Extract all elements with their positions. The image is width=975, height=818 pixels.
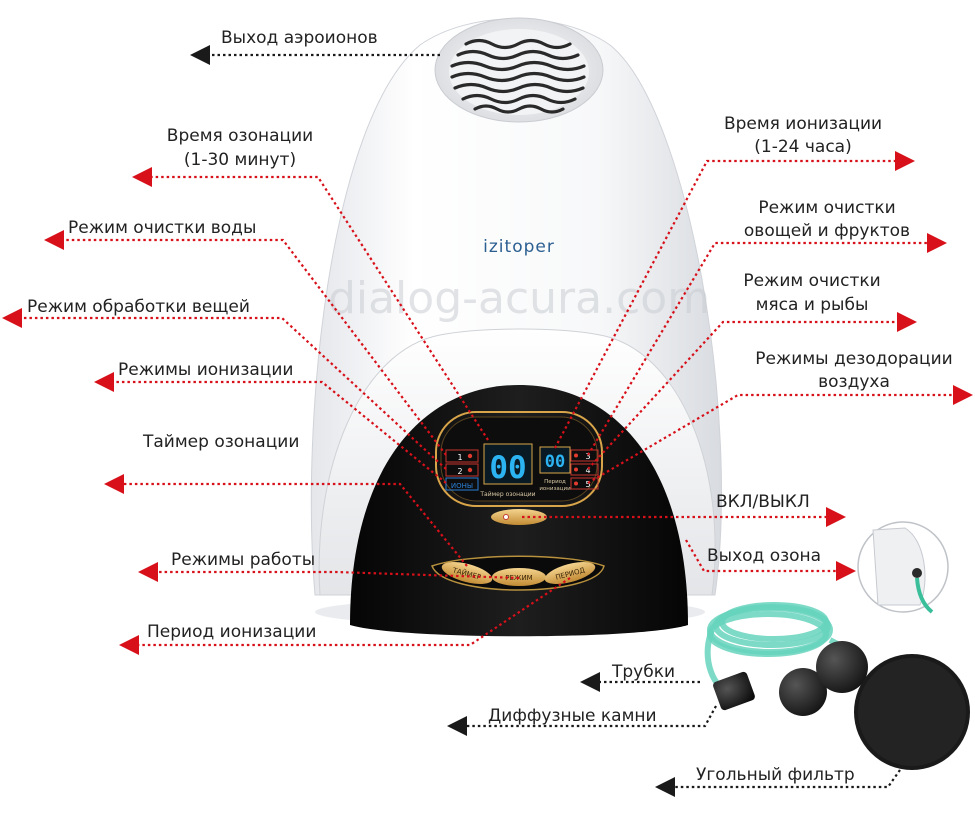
key-2-label[interactable]: 2 xyxy=(457,467,462,476)
diffuser-stones xyxy=(713,641,868,716)
line-water-mode xyxy=(62,238,447,456)
power-indicator xyxy=(503,514,509,520)
arrowhead-power xyxy=(826,507,846,527)
brand-label: izitoper xyxy=(483,237,555,257)
label-diffuser-stones: Диффузные камни xyxy=(488,706,657,726)
line-ion-modes xyxy=(112,380,447,484)
arrowhead-stones xyxy=(447,716,467,736)
label-water-mode: Режим очистки воды xyxy=(68,218,257,238)
aeroion-grill xyxy=(434,17,604,123)
control-panel xyxy=(435,411,603,507)
period-button[interactable] xyxy=(543,558,598,589)
line-filter xyxy=(672,769,901,789)
label-carbon-filter: Угольный фильтр xyxy=(696,765,855,785)
label-ionization-time-1: Время ионизации xyxy=(723,114,883,134)
arrowhead-ozonation-timer xyxy=(104,474,124,494)
arrowhead-filter xyxy=(655,777,675,797)
line-ozonation-time xyxy=(150,175,489,441)
label-ionization-time-2: (1-24 часа) xyxy=(754,137,852,157)
arrowhead-ion-modes xyxy=(94,372,114,392)
line-work-modes xyxy=(156,570,520,580)
label-deodor-mode-1: Режимы дезодорации xyxy=(755,349,953,369)
arrowhead-water-mode xyxy=(44,230,64,250)
arrowhead-ozone-outlet xyxy=(836,561,856,581)
key-5-label[interactable]: 5 xyxy=(585,480,590,489)
line-stones xyxy=(464,705,717,728)
display-timer: 00 xyxy=(489,450,526,486)
label-ozonation-time-1: Время озонации xyxy=(166,126,314,146)
label-tubes: Трубки xyxy=(612,662,676,682)
label-work-modes: Режимы работы xyxy=(171,550,316,570)
timer-caption: Таймер озонации xyxy=(479,491,535,498)
label-meat-mode-2: мяса и рыбы xyxy=(755,295,869,315)
arrowhead-ion-time xyxy=(895,151,915,171)
period-caption-2: ионизации xyxy=(539,486,571,492)
line-ozonation-timer xyxy=(122,482,468,567)
label-meat-mode-1: Режим очистки xyxy=(743,271,881,291)
ozone-outlet-inset xyxy=(857,521,949,614)
watermark: dialog-acura.com xyxy=(328,273,710,324)
label-things-mode: Режим обработки вещей xyxy=(27,297,250,317)
arrowhead-tubes xyxy=(580,672,600,692)
label-deodor-mode-2: воздуха xyxy=(818,372,890,392)
label-power: ВКЛ/ВЫКЛ xyxy=(716,492,810,512)
arrowhead-deodor-mode xyxy=(953,385,973,405)
key-3-label[interactable]: 3 xyxy=(585,452,590,461)
label-veg-mode-1: Режим очистки xyxy=(758,198,896,218)
key-4-label[interactable]: 4 xyxy=(585,466,590,475)
key-ions-label[interactable]: ИОНЫ xyxy=(451,482,473,490)
line-meat-mode xyxy=(587,320,899,470)
label-ozonation-timer: Таймер озонации xyxy=(143,432,300,452)
period-caption-1: Период xyxy=(544,479,566,485)
label-veg-mode-2: овощей и фруктов xyxy=(743,221,911,241)
line-ion-period xyxy=(137,577,571,647)
label-aeroion-outlet: Выход аэроионов xyxy=(221,28,378,48)
arrowhead-things-mode xyxy=(2,308,22,328)
label-ionization-period: Период ионизации xyxy=(147,622,317,642)
timer-button[interactable] xyxy=(440,558,495,589)
arrowhead-ion-period xyxy=(119,635,139,655)
arrowheads xyxy=(2,45,973,797)
arrowhead-meat-mode xyxy=(897,312,917,332)
line-ozone-outlet xyxy=(685,539,838,573)
arrowhead-work-modes xyxy=(138,562,158,582)
label-ozone-outlet: Выход озона xyxy=(707,546,822,566)
label-ozonation-time-2: (1-30 минут) xyxy=(183,150,297,170)
line-ion-time xyxy=(554,159,897,449)
power-button[interactable] xyxy=(491,509,547,525)
arrowhead-ozonation-time xyxy=(132,167,152,187)
arrowhead-aeroion xyxy=(190,45,210,65)
display-period: 00 xyxy=(545,452,565,472)
arrowhead-veg-mode xyxy=(927,233,947,253)
label-ionization-modes: Режимы ионизации xyxy=(118,360,294,380)
key-1-label[interactable]: 1 xyxy=(457,453,462,462)
